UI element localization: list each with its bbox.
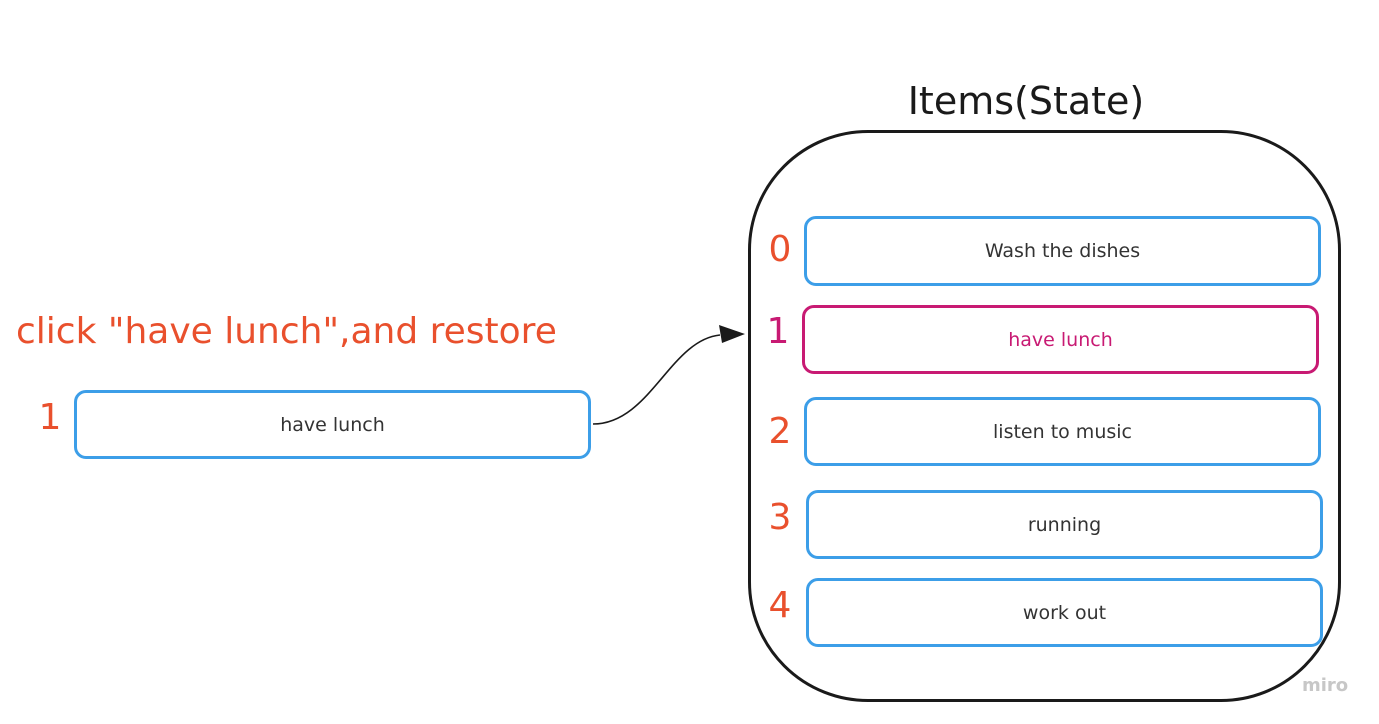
arrow-head-icon (719, 325, 745, 343)
clicked-item-label: have lunch (280, 413, 385, 436)
caption-text: click "have lunch",and restore (16, 311, 557, 352)
arrow-path (592, 334, 721, 425)
state-item-index-4: 4 (768, 585, 792, 626)
state-item-index-2: 2 (768, 411, 792, 452)
state-title: Items(State) (907, 79, 1145, 123)
clicked-item-index: 1 (38, 397, 62, 438)
miro-watermark: miro (1302, 675, 1349, 696)
state-item-3: running (806, 490, 1323, 559)
state-item-label-2: listen to music (993, 420, 1132, 443)
state-item-index-1: 1 (766, 311, 790, 352)
state-item-label-1: have lunch (1008, 328, 1113, 351)
state-item-label-0: Wash the dishes (984, 240, 1141, 262)
state-item-2: listen to music (804, 397, 1321, 466)
state-item-0: Wash the dishes (804, 216, 1321, 286)
clicked-item-box: have lunch (74, 390, 591, 459)
state-item-4: work out (806, 578, 1323, 647)
state-item-label-3: running (1027, 513, 1102, 536)
state-container (748, 130, 1341, 702)
state-item-index-3: 3 (768, 497, 792, 538)
state-item-label-4: work out (1022, 601, 1107, 624)
state-item-1: have lunch (802, 305, 1319, 374)
state-item-index-0: 0 (768, 229, 792, 270)
